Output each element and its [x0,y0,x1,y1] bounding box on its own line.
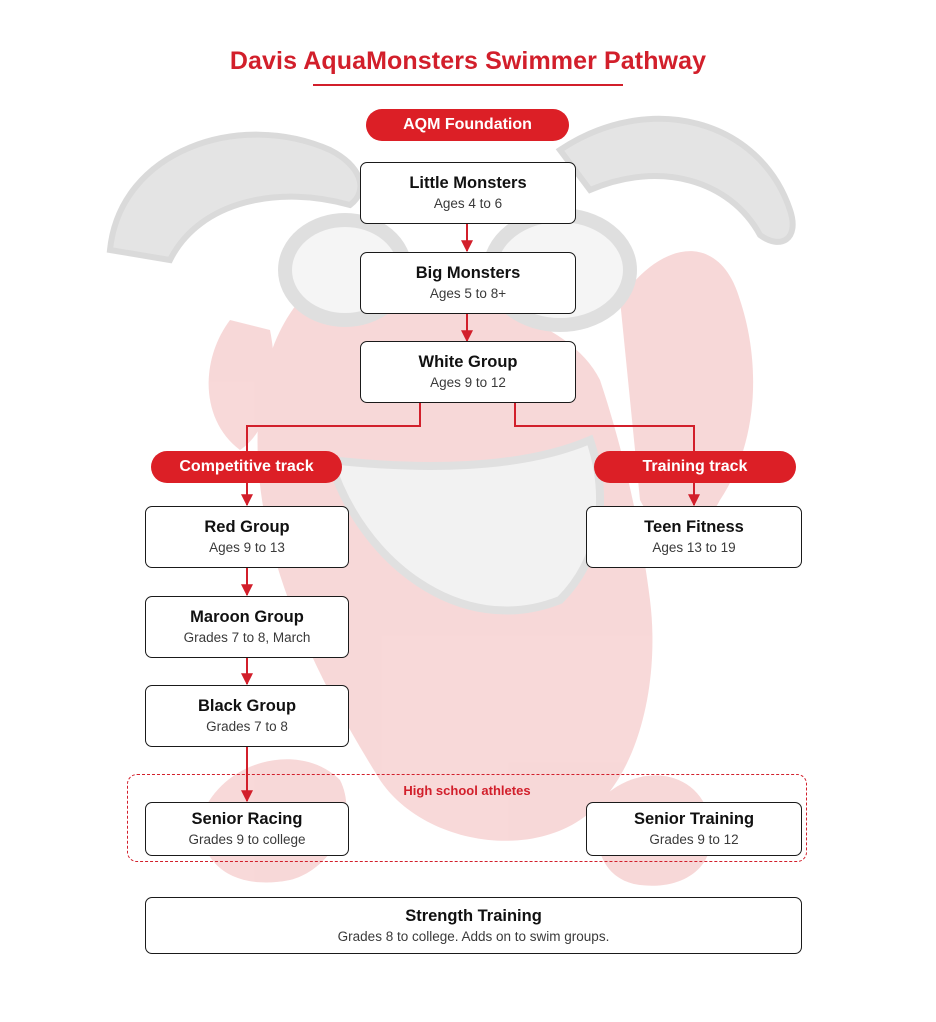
group-ages: Ages 5 to 8+ [429,286,507,301]
group-teen-fitness: Teen Fitness Ages 13 to 19 [586,506,802,568]
group-grades: Grades 8 to college. Adds on to swim gro… [337,928,610,944]
group-name: Strength Training [405,906,542,925]
group-grades: Grades 9 to college [188,832,306,847]
group-grades: Grades 7 to 8, March [183,630,311,645]
group-strength-training: Strength Training Grades 8 to college. A… [145,897,802,954]
group-name: Little Monsters [409,174,527,192]
high-school-group-frame [127,774,807,862]
group-ages: Ages 4 to 6 [433,196,503,211]
pill-aqm-foundation: AQM Foundation [366,109,569,141]
group-name: Black Group [197,697,297,715]
group-red-group: Red Group Ages 9 to 13 [145,506,349,568]
pill-competitive-track: Competitive track [151,451,342,483]
group-senior-training: Senior Training Grades 9 to 12 [586,802,802,856]
mascot-cheek-left [208,320,274,450]
group-name: Maroon Group [190,608,304,626]
group-ages: Ages 9 to 13 [209,540,285,555]
group-big-monsters: Big Monsters Ages 5 to 8+ [360,252,576,314]
group-white-group: White Group Ages 9 to 12 [360,341,576,403]
high-school-label: High school athletes [403,783,531,798]
group-name: Senior Racing [191,810,303,828]
mascot-horn-left [106,131,364,264]
group-grades: Grades 7 to 8 [206,719,288,734]
group-name: Senior Training [633,810,755,828]
group-senior-racing: Senior Racing Grades 9 to college [145,802,349,856]
group-maroon-group: Maroon Group Grades 7 to 8, March [145,596,349,658]
group-black-group: Black Group Grades 7 to 8 [145,685,349,747]
title-underline [313,84,623,86]
group-name: Teen Fitness [644,518,744,536]
page-title: Davis AquaMonsters Swimmer Pathway [229,47,707,75]
mascot-horn-right [555,115,796,245]
group-ages: Ages 9 to 12 [430,375,506,390]
group-ages: Ages 13 to 19 [652,540,736,555]
group-name: Red Group [204,518,290,536]
group-little-monsters: Little Monsters Ages 4 to 6 [360,162,576,224]
pill-training-track: Training track [594,451,796,483]
group-name: Big Monsters [415,264,521,282]
group-grades: Grades 9 to 12 [649,832,739,847]
group-name: White Group [418,353,518,371]
